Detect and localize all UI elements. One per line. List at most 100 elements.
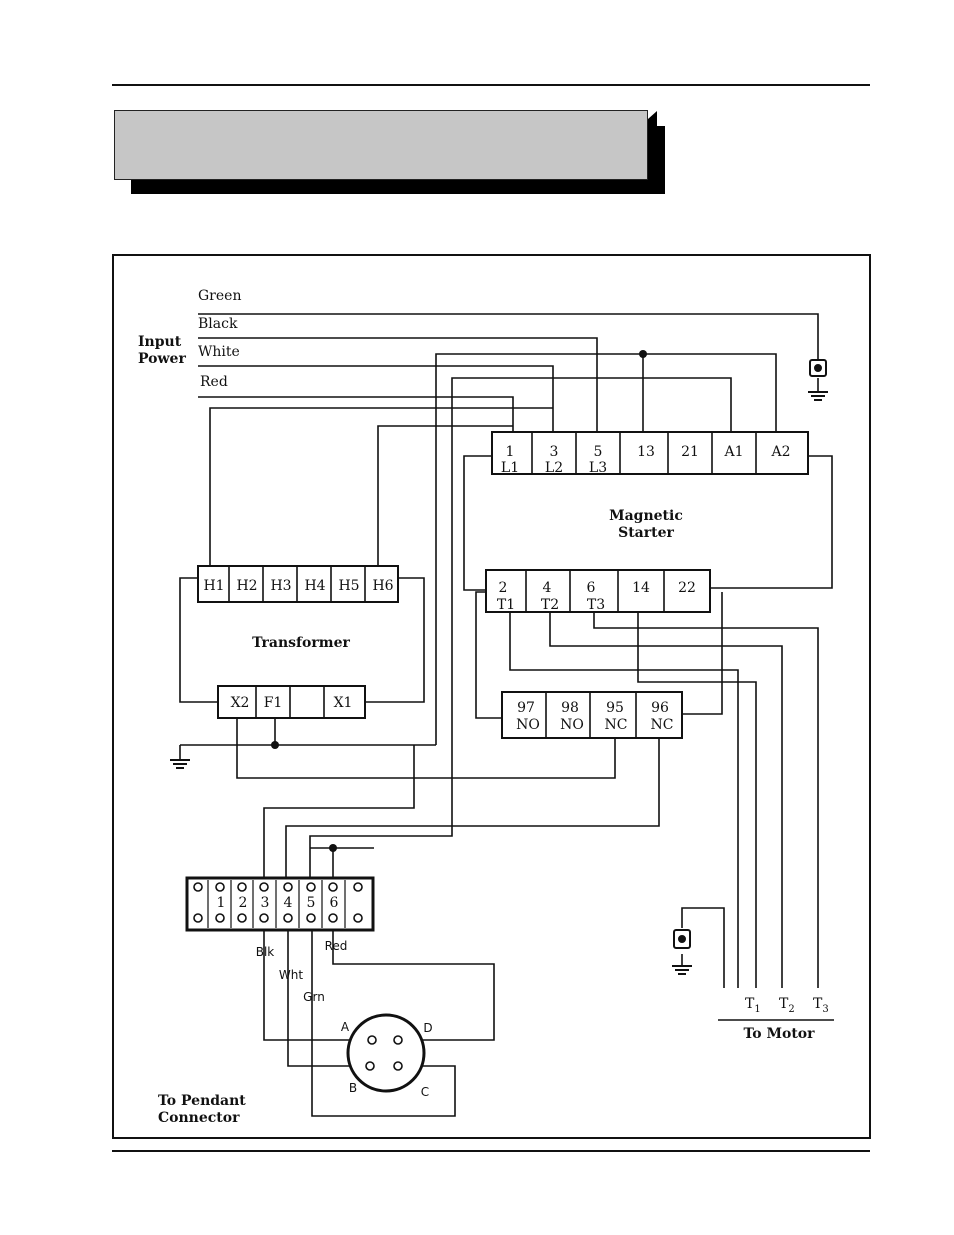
strip-5-wire: [309, 796, 453, 880]
input-power-title-1: Input: [138, 334, 182, 350]
footer-rule: [112, 1150, 870, 1152]
terminal-6: 6: [587, 580, 596, 596]
wires: [179, 313, 833, 1117]
terminal-13: 13: [637, 444, 655, 460]
blk-wire: [263, 928, 372, 1041]
diagram-frame: [112, 254, 871, 1139]
motor-lead-t2: T2: [779, 996, 795, 1015]
junction-dot: [271, 741, 279, 749]
ground-plug-motor: [673, 929, 691, 949]
pendant-title-2: Connector: [158, 1110, 240, 1126]
transformer-secondary: X2 F1 X1: [217, 685, 366, 719]
terminal-96: 96: [651, 700, 669, 716]
starter-line-terminals: 1 L1 3 L2 5 L3 13 21 A1 A2: [491, 431, 809, 476]
starter-title-2: Starter: [618, 525, 674, 541]
terminal-a1: A1: [723, 444, 743, 460]
junction-dot: [639, 350, 647, 358]
terminal-strip: 1 2 3 4 5 6: [185, 876, 375, 932]
motor-title: To Motor: [743, 1026, 815, 1042]
14-branch: [637, 612, 757, 988]
a1-wire: [451, 377, 732, 796]
strip-label-4: 4: [284, 895, 293, 911]
terminal-4: 4: [543, 580, 552, 596]
pendant-wire-red: Red: [325, 939, 348, 953]
terminal-f1: F1: [264, 695, 283, 711]
terminal-1: 1: [506, 444, 515, 460]
input-power-title-2: Power: [138, 351, 186, 367]
pin-b: B: [349, 1081, 357, 1095]
black-wire: [198, 337, 598, 432]
terminal-h6: H6: [372, 578, 393, 594]
terminal-21: 21: [681, 444, 699, 460]
white-wire: [198, 365, 554, 432]
starter-load-terminals: 2 T1 4 T2 6 T3 14 22: [485, 569, 711, 613]
terminal-5: 5: [594, 444, 603, 460]
terminal-l3: L3: [589, 460, 607, 476]
motor-leads: T1 T2 T3: [718, 996, 834, 1021]
t-to-97: [475, 591, 502, 719]
strip-label-5: 5: [307, 895, 316, 911]
terminal-h3: H3: [270, 578, 291, 594]
terminal-98: 98: [561, 700, 579, 716]
strip-4-wire: [285, 738, 660, 880]
grn-wire: [311, 928, 456, 1117]
strip-label-1: 1: [217, 895, 226, 911]
pendant-connector: A D B C: [341, 1013, 433, 1099]
overload-block: 97 NO 98 NO 95 NC 96 NC: [501, 691, 683, 739]
pendant-wire-blk: Blk: [256, 945, 275, 959]
l1-t1-loop: [463, 455, 492, 591]
terminal-95-nc: NC: [605, 717, 628, 733]
control-loop: [435, 353, 777, 745]
starter-title-1: Magnetic: [609, 508, 683, 524]
pendant-wire-wht: Wht: [279, 968, 303, 982]
ground-symbols: [170, 359, 828, 975]
terminal-97: 97: [517, 700, 535, 716]
terminal-96-nc: NC: [651, 717, 674, 733]
terminal-t2: T2: [541, 597, 559, 613]
motor-ground-wire: [681, 907, 725, 988]
terminal-2: 2: [499, 580, 508, 596]
ground-icon: [672, 965, 692, 975]
terminal-l1: L1: [501, 460, 519, 476]
wire-label-white: White: [198, 344, 240, 360]
transformer-right: [365, 577, 425, 703]
motor-lead-t1: T1: [745, 996, 761, 1015]
pendant-wire-grn: Grn: [303, 990, 325, 1004]
a2-return: [710, 455, 833, 589]
red-to-h6: [377, 425, 513, 566]
terminal-95: 95: [606, 700, 624, 716]
t1-branch: [509, 612, 739, 988]
terminal-a2: A2: [770, 444, 790, 460]
x2-to-95: [236, 718, 616, 779]
t2-branch: [549, 612, 783, 988]
terminal-3: 3: [550, 444, 559, 460]
terminal-98-no: NO: [560, 717, 584, 733]
junction-dot: [329, 844, 337, 852]
green-wire: [198, 313, 819, 360]
transformer-primary: H1 H2 H3 H4 H5 H6: [197, 565, 399, 603]
t3-branch: [593, 612, 819, 988]
terminal-l2: L2: [545, 460, 563, 476]
white-to-h1: [209, 407, 553, 566]
wire-label-green: Green: [198, 288, 241, 304]
pendant-title-1: To Pendant: [158, 1093, 246, 1109]
motor-lead-t3: T3: [813, 996, 829, 1015]
strip-label-6: 6: [330, 895, 339, 911]
terminal-97-no: NO: [516, 717, 540, 733]
pin-c: C: [421, 1085, 429, 1099]
terminal-x1: X1: [334, 695, 353, 711]
header-rule: [112, 84, 870, 86]
terminal-t3: T3: [587, 597, 605, 613]
96-to-22: [682, 592, 723, 715]
wire-label-red: Red: [200, 374, 228, 390]
junctions: [271, 350, 647, 852]
terminal-h1: H1: [203, 578, 224, 594]
red-wire: [198, 396, 514, 432]
transformer-title: Transformer: [252, 635, 350, 651]
terminal-h4: H4: [304, 578, 325, 594]
section-banner: [114, 110, 648, 180]
pin-a: A: [341, 1020, 350, 1034]
strip-label-3: 3: [261, 895, 270, 911]
ground-plug-right: [809, 359, 827, 377]
